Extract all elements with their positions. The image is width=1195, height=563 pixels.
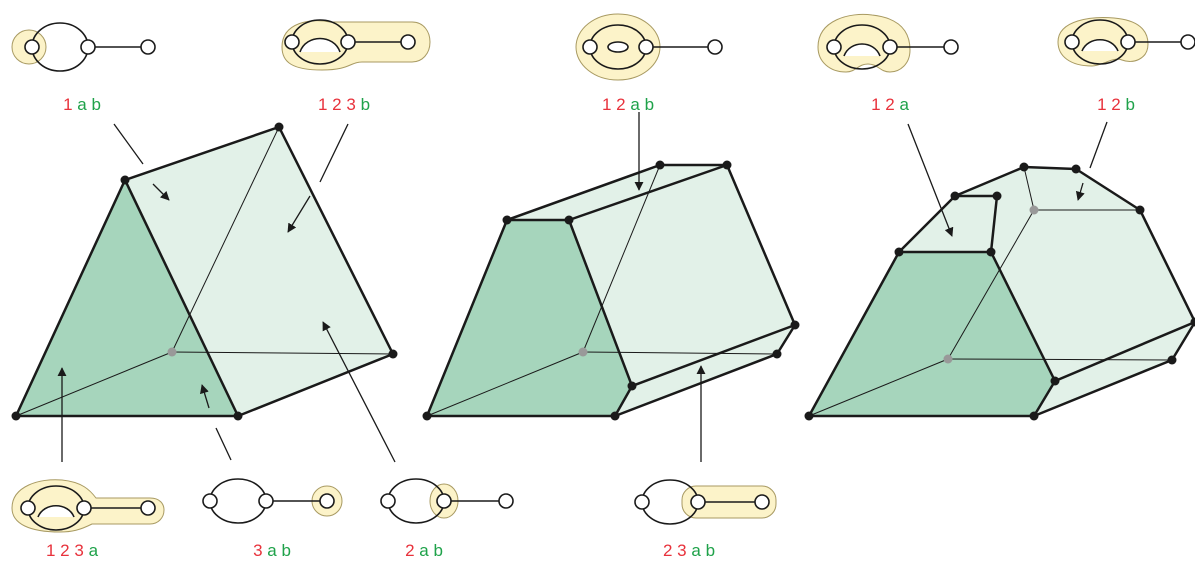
graph-icon-1ab bbox=[11, 22, 156, 72]
truncated-face-right bbox=[569, 165, 795, 386]
label-token: 2 bbox=[616, 95, 626, 114]
graph-icon-23ab bbox=[634, 479, 777, 525]
label-token: b bbox=[91, 95, 101, 114]
label-2ab: 2 a b bbox=[405, 542, 443, 559]
doubly-truncated-polytope bbox=[804, 121, 1195, 421]
label-token: b bbox=[281, 541, 291, 560]
label-token: a bbox=[419, 541, 429, 560]
label-token: 2 bbox=[405, 541, 415, 560]
label-token: 2 bbox=[662, 541, 673, 560]
label-token: b bbox=[1125, 95, 1135, 114]
prism-face-front bbox=[16, 180, 238, 416]
label-12a: 1 2 a bbox=[871, 96, 909, 113]
label-token: b bbox=[644, 95, 655, 114]
label-3ab: 3 a b bbox=[253, 542, 291, 559]
label-token: b bbox=[433, 541, 443, 560]
label-token: 2 bbox=[332, 95, 342, 114]
graph-icon-123b bbox=[281, 19, 431, 71]
label-token: 1 bbox=[45, 541, 56, 560]
label-123b: 1 2 3 b bbox=[318, 96, 370, 113]
label-token: 1 bbox=[601, 95, 612, 114]
dt-face-front bbox=[809, 252, 1055, 416]
label-token: a bbox=[77, 95, 87, 114]
label-token: 1 bbox=[871, 95, 881, 114]
label-token: a bbox=[691, 541, 701, 560]
label-12ab: 1 2 a b bbox=[602, 96, 654, 113]
label-token: 1 bbox=[317, 95, 328, 114]
label-token: a bbox=[88, 541, 99, 560]
label-token: 3 bbox=[74, 541, 84, 560]
label-token: b bbox=[705, 541, 716, 560]
label-23ab: 2 3 a b bbox=[663, 542, 715, 559]
label-token: 2 bbox=[885, 95, 895, 114]
label-123a: 1 2 3 a bbox=[46, 542, 98, 559]
truncated-face-top bbox=[507, 165, 727, 220]
label-token: 3 bbox=[346, 95, 356, 114]
label-12b: 1 2 b bbox=[1097, 96, 1135, 113]
label-token: 2 bbox=[60, 541, 70, 560]
label-token: 1 bbox=[63, 95, 73, 114]
graph-icon-3ab bbox=[202, 478, 343, 524]
label-token: 1 bbox=[1097, 95, 1107, 114]
label-token: b bbox=[360, 95, 371, 114]
truncated-prism-polytope bbox=[422, 112, 800, 462]
label-token: 3 bbox=[253, 541, 263, 560]
label-token: 3 bbox=[677, 541, 687, 560]
label-token: a bbox=[267, 541, 277, 560]
label-token: 2 bbox=[1111, 95, 1121, 114]
graph-icon-12ab bbox=[575, 13, 723, 81]
graph-icon-12a bbox=[817, 13, 959, 73]
dt-face-top-left bbox=[899, 196, 997, 252]
truncated-face-front bbox=[427, 220, 632, 416]
dt-face-right bbox=[991, 196, 1195, 381]
graph-icon-12b bbox=[1057, 17, 1195, 67]
prism-face-right bbox=[125, 127, 393, 416]
dt-face-bottom bbox=[1034, 322, 1195, 416]
graph-icon-123a bbox=[11, 479, 165, 533]
prism-polytope bbox=[11, 122, 398, 463]
label-token: a bbox=[899, 95, 909, 114]
graph-icon-2ab bbox=[380, 478, 514, 524]
label-1ab: 1 a b bbox=[63, 96, 101, 113]
label-token: a bbox=[630, 95, 640, 114]
